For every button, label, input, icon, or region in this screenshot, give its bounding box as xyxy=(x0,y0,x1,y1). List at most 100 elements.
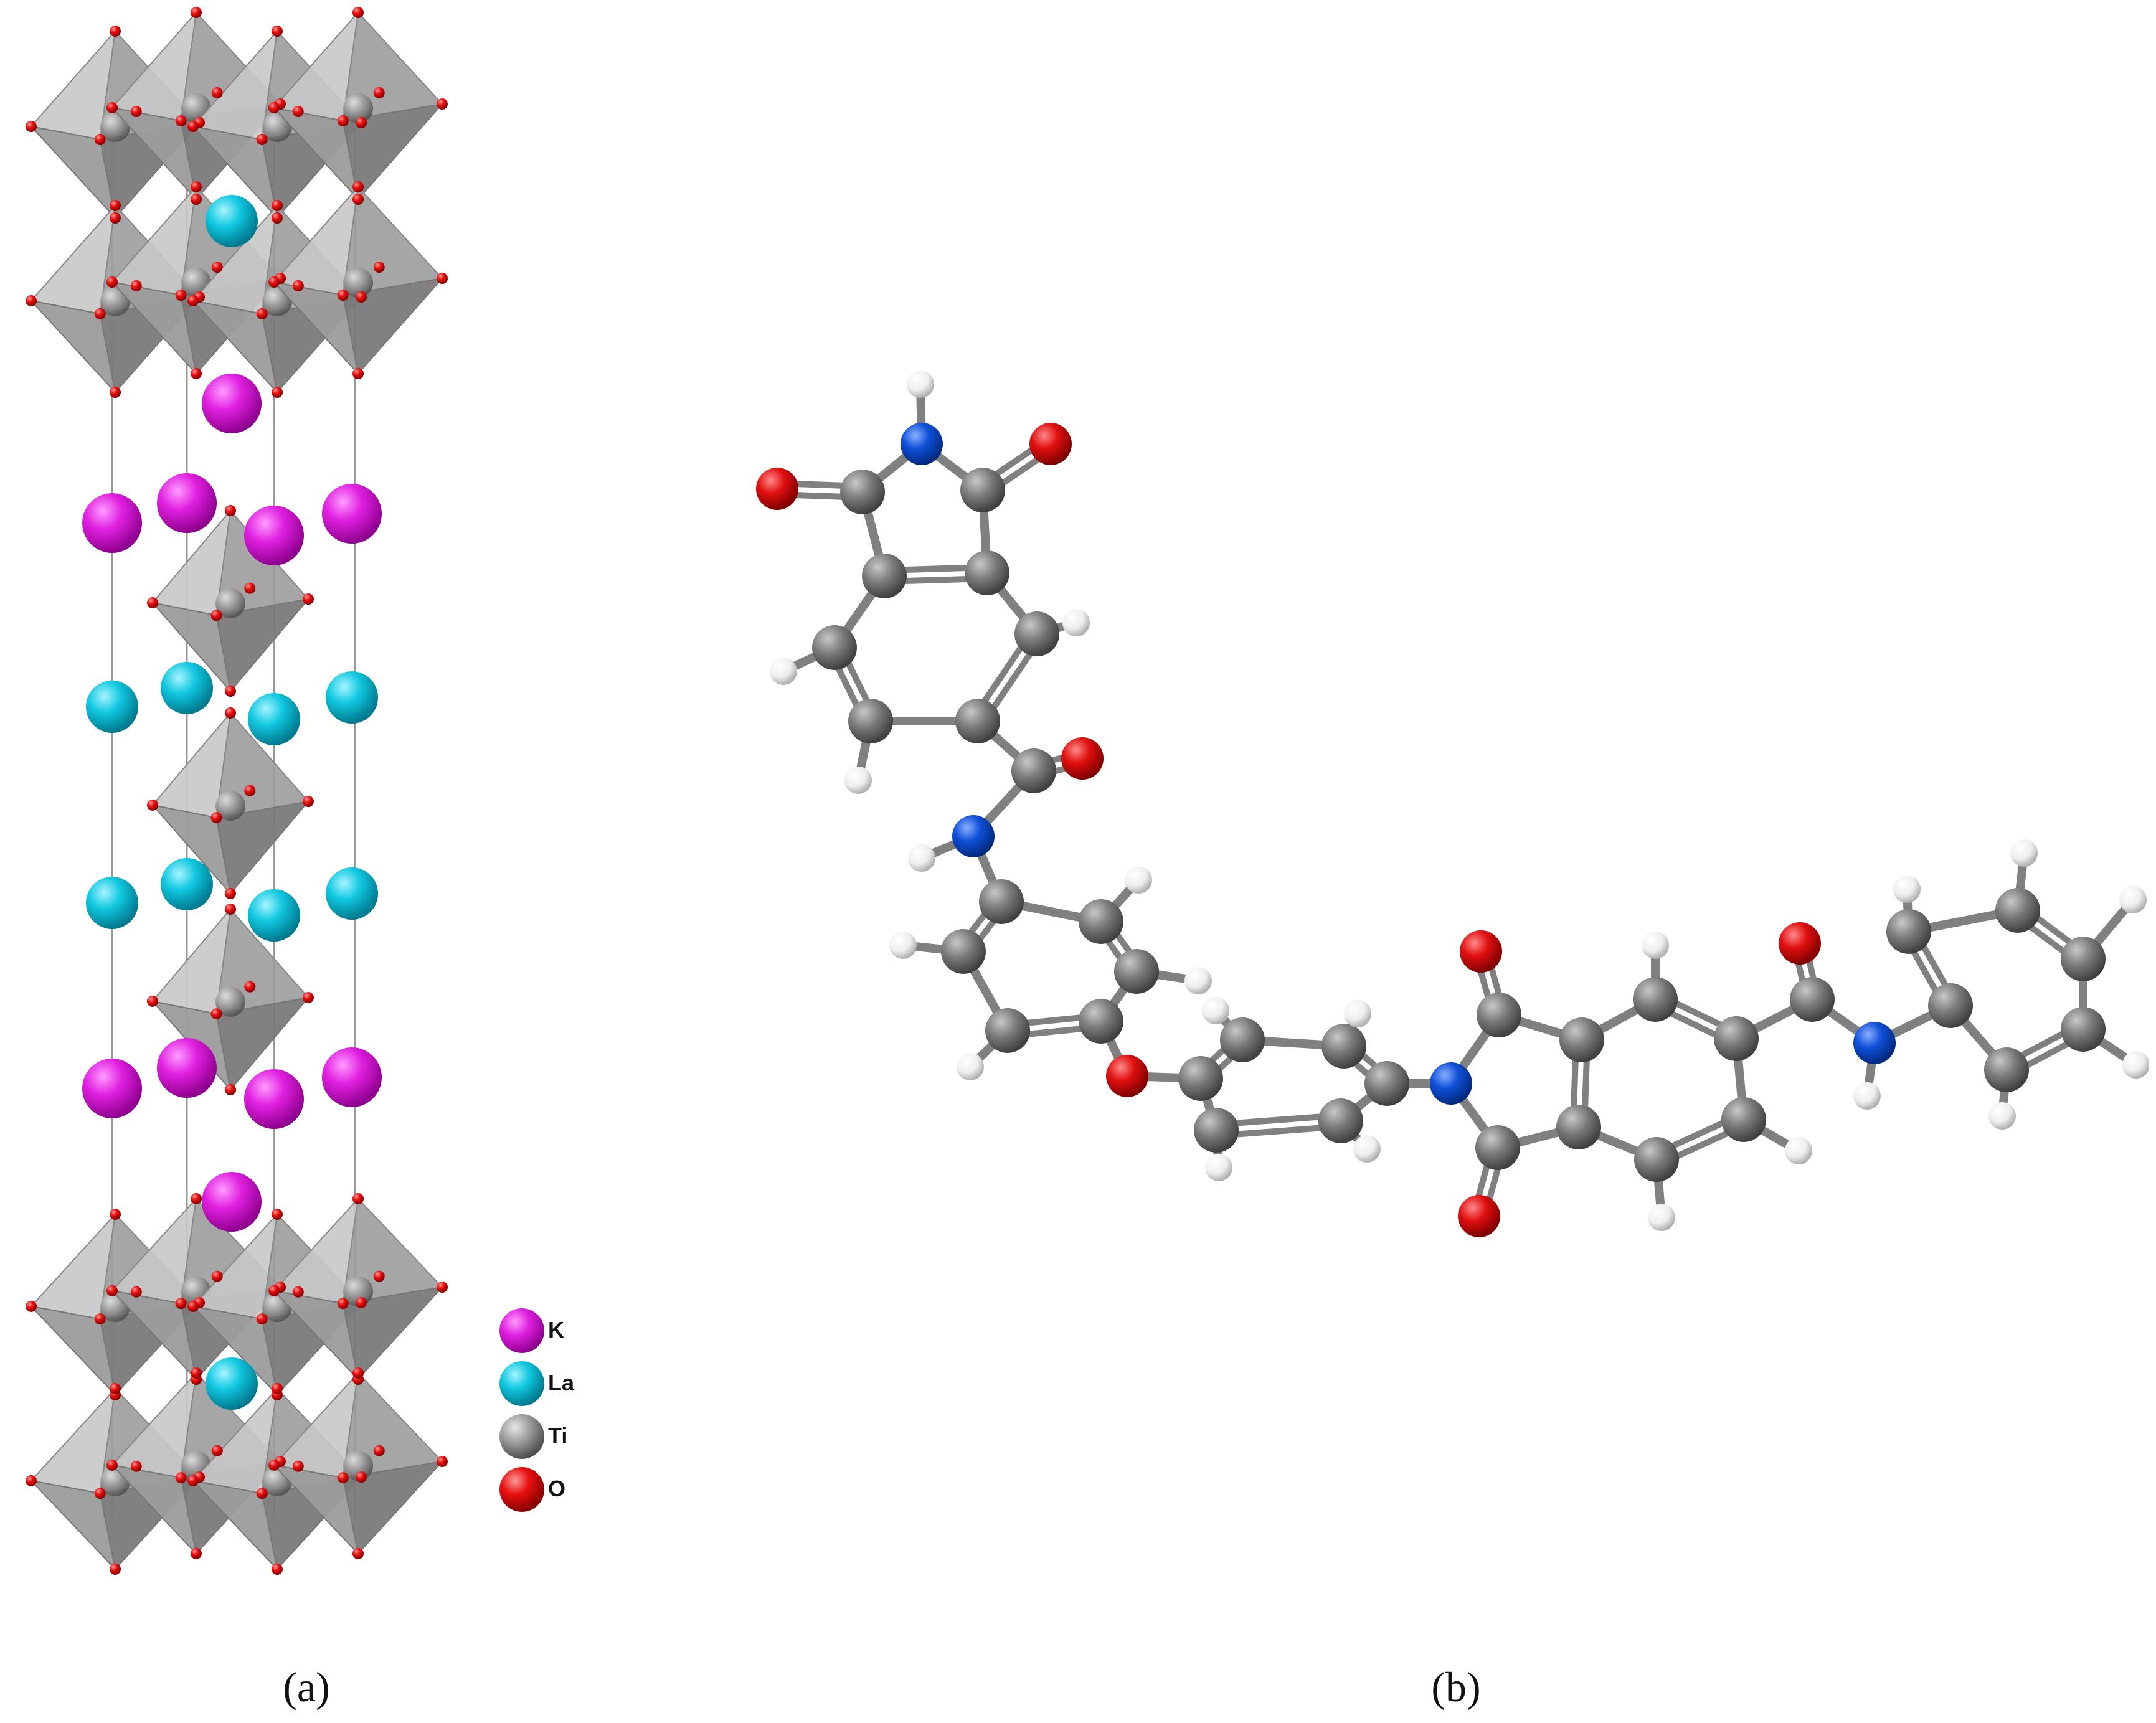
o-atom xyxy=(175,1472,187,1484)
o-atom xyxy=(106,1285,118,1296)
carbon-atom xyxy=(1318,1098,1363,1143)
carbon-atom xyxy=(1014,611,1059,656)
la-atom xyxy=(206,195,258,247)
o-atom xyxy=(272,1383,283,1394)
o-atom xyxy=(147,799,158,811)
o-atom xyxy=(292,280,304,291)
o-atom xyxy=(272,200,283,211)
hydrogen-atom xyxy=(1785,1137,1812,1164)
nitrogen-atom xyxy=(1853,1022,1896,1064)
o-atom xyxy=(437,98,448,110)
o-atom xyxy=(26,1475,37,1486)
hydrogen-atom xyxy=(2122,1051,2149,1079)
o-atom xyxy=(292,1286,304,1298)
carbon-atom xyxy=(1220,1017,1265,1062)
la-atom xyxy=(248,693,300,745)
o-atom xyxy=(110,1209,121,1220)
hydrogen-atom xyxy=(1344,1000,1371,1027)
hydrogen-atom xyxy=(2119,886,2147,913)
hydrogen-atom xyxy=(1353,1135,1381,1163)
o-atom xyxy=(110,387,121,398)
carbon-atom xyxy=(985,1008,1030,1053)
tio6-octahedron xyxy=(151,710,310,896)
octahedron-face xyxy=(215,800,310,895)
o-atom xyxy=(147,597,158,608)
k-atom xyxy=(82,493,142,553)
tio6-octahedron xyxy=(272,1196,444,1382)
carbon-atom xyxy=(965,550,1009,595)
nitrogen-atom xyxy=(952,815,995,857)
o-atom xyxy=(210,1008,222,1020)
carbon-atom xyxy=(1011,748,1056,793)
oxygen-atom xyxy=(1029,423,1072,465)
o-atom xyxy=(256,308,268,319)
k-atom xyxy=(244,506,304,565)
o-atom xyxy=(337,1298,349,1310)
legend-swatch-la xyxy=(499,1361,544,1406)
o-atom xyxy=(110,1564,121,1575)
k-atom xyxy=(322,1047,382,1107)
carbon-atom xyxy=(1079,999,1123,1044)
o-atom xyxy=(191,368,202,379)
o-atom xyxy=(187,121,199,132)
ti-atom xyxy=(215,791,245,821)
k-atom xyxy=(322,484,382,544)
hydrogen-atom xyxy=(844,767,872,794)
o-atom xyxy=(94,134,106,145)
tio6-octahedron xyxy=(272,1371,444,1556)
carbon-atom xyxy=(955,699,1000,743)
o-atom xyxy=(110,1383,121,1394)
o-atom xyxy=(272,1209,283,1220)
nitrogen-atom xyxy=(1430,1062,1472,1105)
ti-atom xyxy=(343,1277,373,1306)
tio6-octahedron xyxy=(272,184,444,376)
o-atom xyxy=(225,904,236,915)
o-atom xyxy=(130,1286,142,1298)
o-atom xyxy=(292,106,304,117)
o-atom xyxy=(373,1445,385,1456)
o-atom xyxy=(352,1367,364,1379)
o-atom xyxy=(211,1270,223,1282)
carbon-atom xyxy=(1714,1016,1759,1061)
o-atom xyxy=(225,707,236,719)
carbon-atom xyxy=(1079,899,1123,944)
ti-atom xyxy=(343,1451,373,1481)
o-atom xyxy=(94,1488,106,1499)
tio6-octahedron xyxy=(272,10,444,202)
hydrogen-atom xyxy=(1205,1154,1232,1181)
o-atom xyxy=(256,1488,268,1499)
octahedron-face xyxy=(215,598,310,693)
o-atom xyxy=(210,812,222,824)
hydrogen-atom xyxy=(1648,1204,1675,1231)
o-atom xyxy=(26,1300,37,1312)
carbon-atom xyxy=(862,554,907,598)
k-atom xyxy=(157,1038,217,1098)
octahedron-face xyxy=(342,277,444,375)
la-atom xyxy=(86,877,138,929)
o-atom xyxy=(175,1298,187,1310)
k-atom xyxy=(202,374,262,433)
k-atom xyxy=(202,1172,262,1232)
o-atom xyxy=(437,1282,448,1293)
carbon-atom xyxy=(1321,1024,1366,1069)
o-atom xyxy=(244,785,256,796)
k-atom xyxy=(82,1059,142,1118)
ti-atom xyxy=(215,588,245,618)
o-atom xyxy=(352,194,364,205)
la-atom xyxy=(248,889,300,942)
crystal-structure-diagram xyxy=(26,7,544,1575)
o-atom xyxy=(244,981,256,993)
hydrogen-atom xyxy=(1202,997,1229,1024)
carbon-atom xyxy=(2061,1007,2106,1052)
hydrogen-atom xyxy=(907,371,934,398)
oxygen-atom xyxy=(1779,922,1821,965)
o-atom xyxy=(337,1472,349,1484)
carbon-atom xyxy=(1364,1061,1409,1106)
o-atom xyxy=(191,181,202,192)
o-atom xyxy=(147,995,158,1007)
carbon-atom xyxy=(1559,1017,1604,1062)
oxygen-atom xyxy=(1460,930,1502,973)
o-atom xyxy=(268,276,280,288)
hydrogen-atom xyxy=(1893,876,1921,903)
